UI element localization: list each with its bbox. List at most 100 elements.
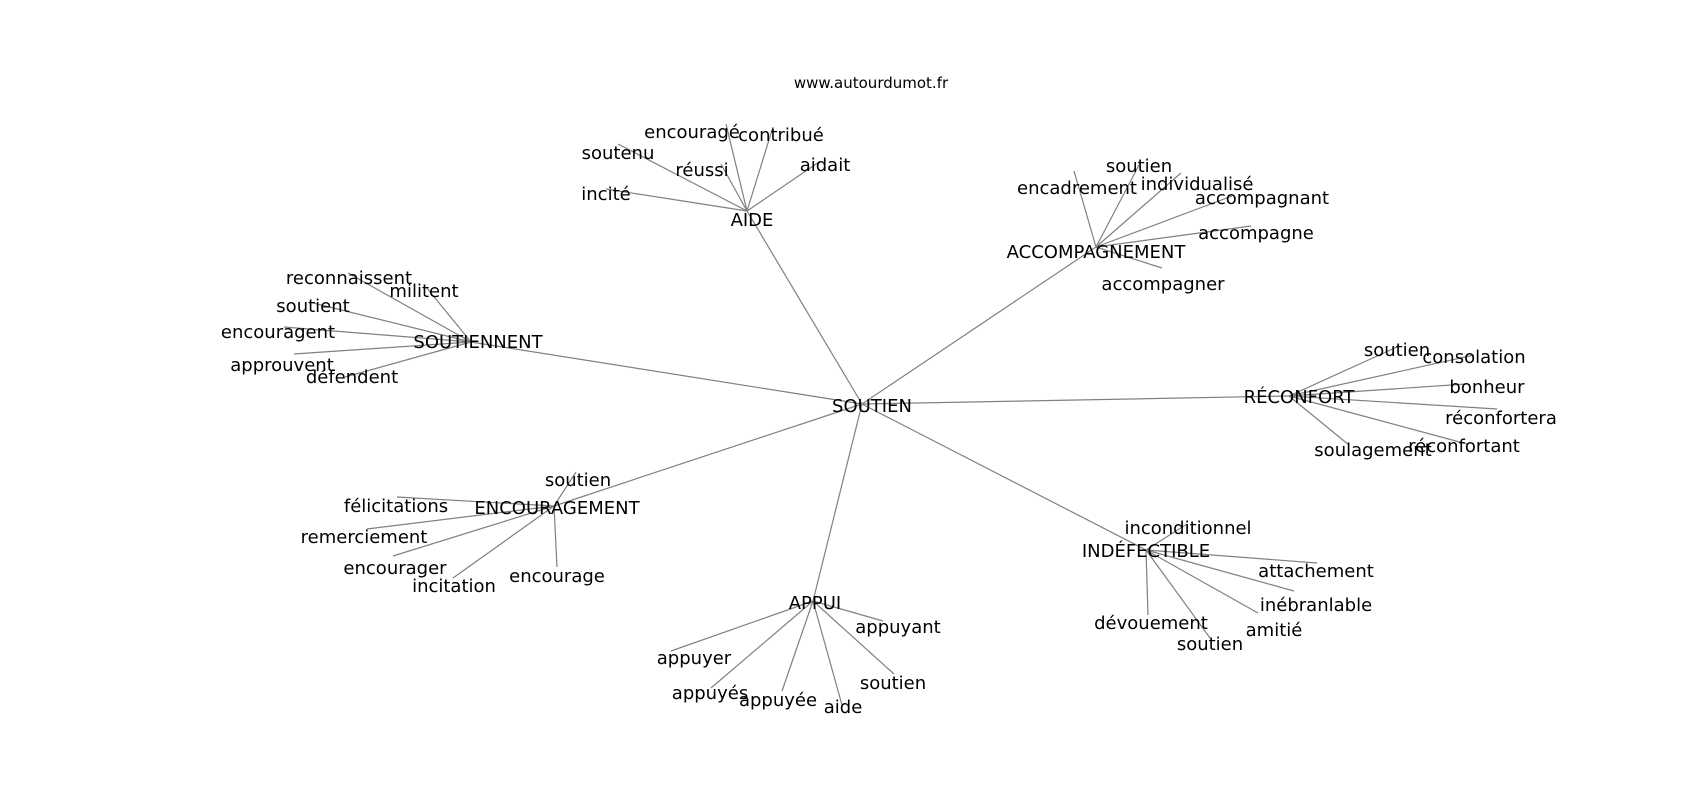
node-appui-aide: aide xyxy=(824,697,863,718)
edge-aide-aidait xyxy=(746,161,820,212)
node-accompagnement-soutien: soutien xyxy=(1106,156,1172,177)
node-appui-appuyee: appuyée xyxy=(739,690,817,711)
edge-soutiennent-militent xyxy=(425,286,472,343)
edge-reconfort-bonheur xyxy=(1288,383,1467,397)
edge-indefectible-soutien xyxy=(1145,549,1211,639)
node-reconfort-soutien: soutien xyxy=(1364,340,1430,361)
edge-reconfort-soutien xyxy=(1288,346,1398,397)
edge-soutiennent-approuvent xyxy=(293,341,472,355)
edge-accompagnement-accompagne xyxy=(1095,225,1252,248)
edge-encouragement-incitation xyxy=(452,505,555,579)
edge-soutien-soutiennent xyxy=(470,341,863,405)
edge-encouragement-encourager xyxy=(392,505,555,557)
edge-appui-soutien xyxy=(812,600,895,675)
node-aide-soutenu: soutenu xyxy=(582,143,655,164)
node-encouragement-encourager: encourager xyxy=(343,558,447,579)
edge-aide-soutenu xyxy=(617,143,748,212)
node-reconfort-reconfortera: réconfortera xyxy=(1445,408,1557,429)
node-encouragement-felicitations: félicitations xyxy=(344,496,448,517)
node-soutiennent: SOUTIENNENT xyxy=(413,332,543,353)
edge-accompagnement-accompagner xyxy=(1095,246,1163,269)
edge-reconfort-reconfortant xyxy=(1288,395,1468,445)
edge-appui-appuyer xyxy=(670,600,814,652)
node-aide-incite: incité xyxy=(581,184,630,205)
edge-accompagnement-encadrement xyxy=(1073,170,1097,248)
node-encouragement-incitation: incitation xyxy=(412,576,496,597)
node-encouragement: ENCOURAGEMENT xyxy=(474,498,640,519)
node-soutien: SOUTIEN xyxy=(832,396,912,417)
watermark-text: www.autourdumot.fr xyxy=(794,74,949,92)
node-indefectible-inconditionnel: inconditionnel xyxy=(1124,518,1251,539)
node-aide-contribue: contribué xyxy=(738,125,824,146)
edge-soutien-indefectible xyxy=(861,403,1147,551)
edge-indefectible-attachement xyxy=(1145,549,1318,564)
edge-aide-encourage xyxy=(725,123,748,212)
edge-accompagnement-soutien xyxy=(1095,164,1140,248)
node-reconfort-reconfortant: réconfortant xyxy=(1408,436,1520,457)
edge-encouragement-felicitations xyxy=(396,496,555,507)
edge-aide-incite xyxy=(605,188,748,212)
node-encouragement-remerciement: remerciement xyxy=(301,527,428,548)
edge-appui-aide xyxy=(812,600,843,706)
edge-accompagnement-accompagnant xyxy=(1095,195,1233,248)
edge-aide-contribue xyxy=(746,126,774,212)
node-reconfort-bonheur: bonheur xyxy=(1449,377,1525,398)
edge-reconfort-reconfortera xyxy=(1288,395,1498,410)
node-aide-encourage: encouragé xyxy=(644,122,740,143)
node-appui-appuyant: appuyant xyxy=(855,617,940,638)
node-reconfort-soulagement: soulagement xyxy=(1314,440,1431,461)
node-indefectible: INDÉFECTIBLE xyxy=(1082,540,1210,562)
node-appui-soutien: soutien xyxy=(860,673,926,694)
node-accompagnement-accompagne: accompagne xyxy=(1198,223,1314,244)
node-soutiennent-militent: militent xyxy=(389,281,458,302)
node-reconfort-consolation: consolation xyxy=(1422,347,1525,368)
node-accompagnement-accompagnant: accompagnant xyxy=(1195,188,1329,209)
node-soutiennent-defendent: défendent xyxy=(306,367,398,388)
edge-encouragement-remerciement xyxy=(366,505,555,530)
node-accompagnement: ACCOMPAGNEMENT xyxy=(1007,242,1187,263)
edge-encouragement-soutien xyxy=(553,471,577,507)
node-accompagnement-individualise: individualisé xyxy=(1141,174,1254,195)
edge-soutiennent-reconnaissent xyxy=(347,272,472,343)
edge-indefectible-amitie xyxy=(1145,549,1259,614)
node-soutiennent-approuvent: approuvent xyxy=(230,355,334,376)
edge-soutiennent-defendent xyxy=(344,341,472,378)
graph-edges xyxy=(283,123,1498,706)
node-accompagnement-accompagner: accompagner xyxy=(1101,274,1225,295)
edge-soutiennent-encouragent xyxy=(283,326,472,343)
edge-soutien-appui xyxy=(812,403,863,602)
node-encouragement-soutien: soutien xyxy=(545,470,611,491)
node-soutiennent-encouragent: encouragent xyxy=(221,322,335,343)
edge-soutien-accompagnement xyxy=(861,246,1097,405)
edge-appui-appuyant xyxy=(812,600,884,622)
node-aide: AIDE xyxy=(731,210,774,231)
edge-indefectible-inconditionnel xyxy=(1145,523,1188,551)
edge-encouragement-encourage xyxy=(553,505,558,568)
node-accompagnement-encadrement: encadrement xyxy=(1017,178,1137,199)
edge-soutien-encouragement xyxy=(553,403,863,507)
edge-reconfort-consolation xyxy=(1288,354,1475,397)
node-appui-appuyes: appuyés xyxy=(672,683,748,704)
edge-accompagnement-individualise xyxy=(1095,172,1182,248)
node-encouragement-encourage: encourage xyxy=(509,566,605,587)
node-soutiennent-soutient: soutient xyxy=(276,296,349,317)
edge-indefectible-inebranlable xyxy=(1145,549,1295,592)
node-indefectible-amitie: amitié xyxy=(1246,620,1303,641)
graph-labels: www.autourdumot.fr SOUTIENAIDEencouragéc… xyxy=(221,74,1557,718)
edge-appui-appuyee xyxy=(781,600,814,692)
node-appui-appuyer: appuyer xyxy=(657,648,732,669)
edge-aide-reussi xyxy=(720,163,748,212)
edge-reconfort-soulagement xyxy=(1288,395,1350,446)
node-indefectible-inebranlable: inébranlable xyxy=(1260,595,1372,616)
node-indefectible-devouement: dévouement xyxy=(1094,613,1208,634)
node-reconfort: RÉCONFORT xyxy=(1244,386,1356,408)
node-indefectible-soutien: soutien xyxy=(1177,634,1243,655)
node-aide-aidait: aidait xyxy=(800,155,851,176)
edge-indefectible-devouement xyxy=(1145,549,1149,616)
node-appui: APPUI xyxy=(789,593,842,614)
node-indefectible-attachement: attachement xyxy=(1258,561,1374,582)
edge-soutiennent-soutient xyxy=(312,302,472,343)
node-soutiennent-reconnaissent: reconnaissent xyxy=(286,268,412,289)
edge-soutien-reconfort xyxy=(861,395,1290,405)
